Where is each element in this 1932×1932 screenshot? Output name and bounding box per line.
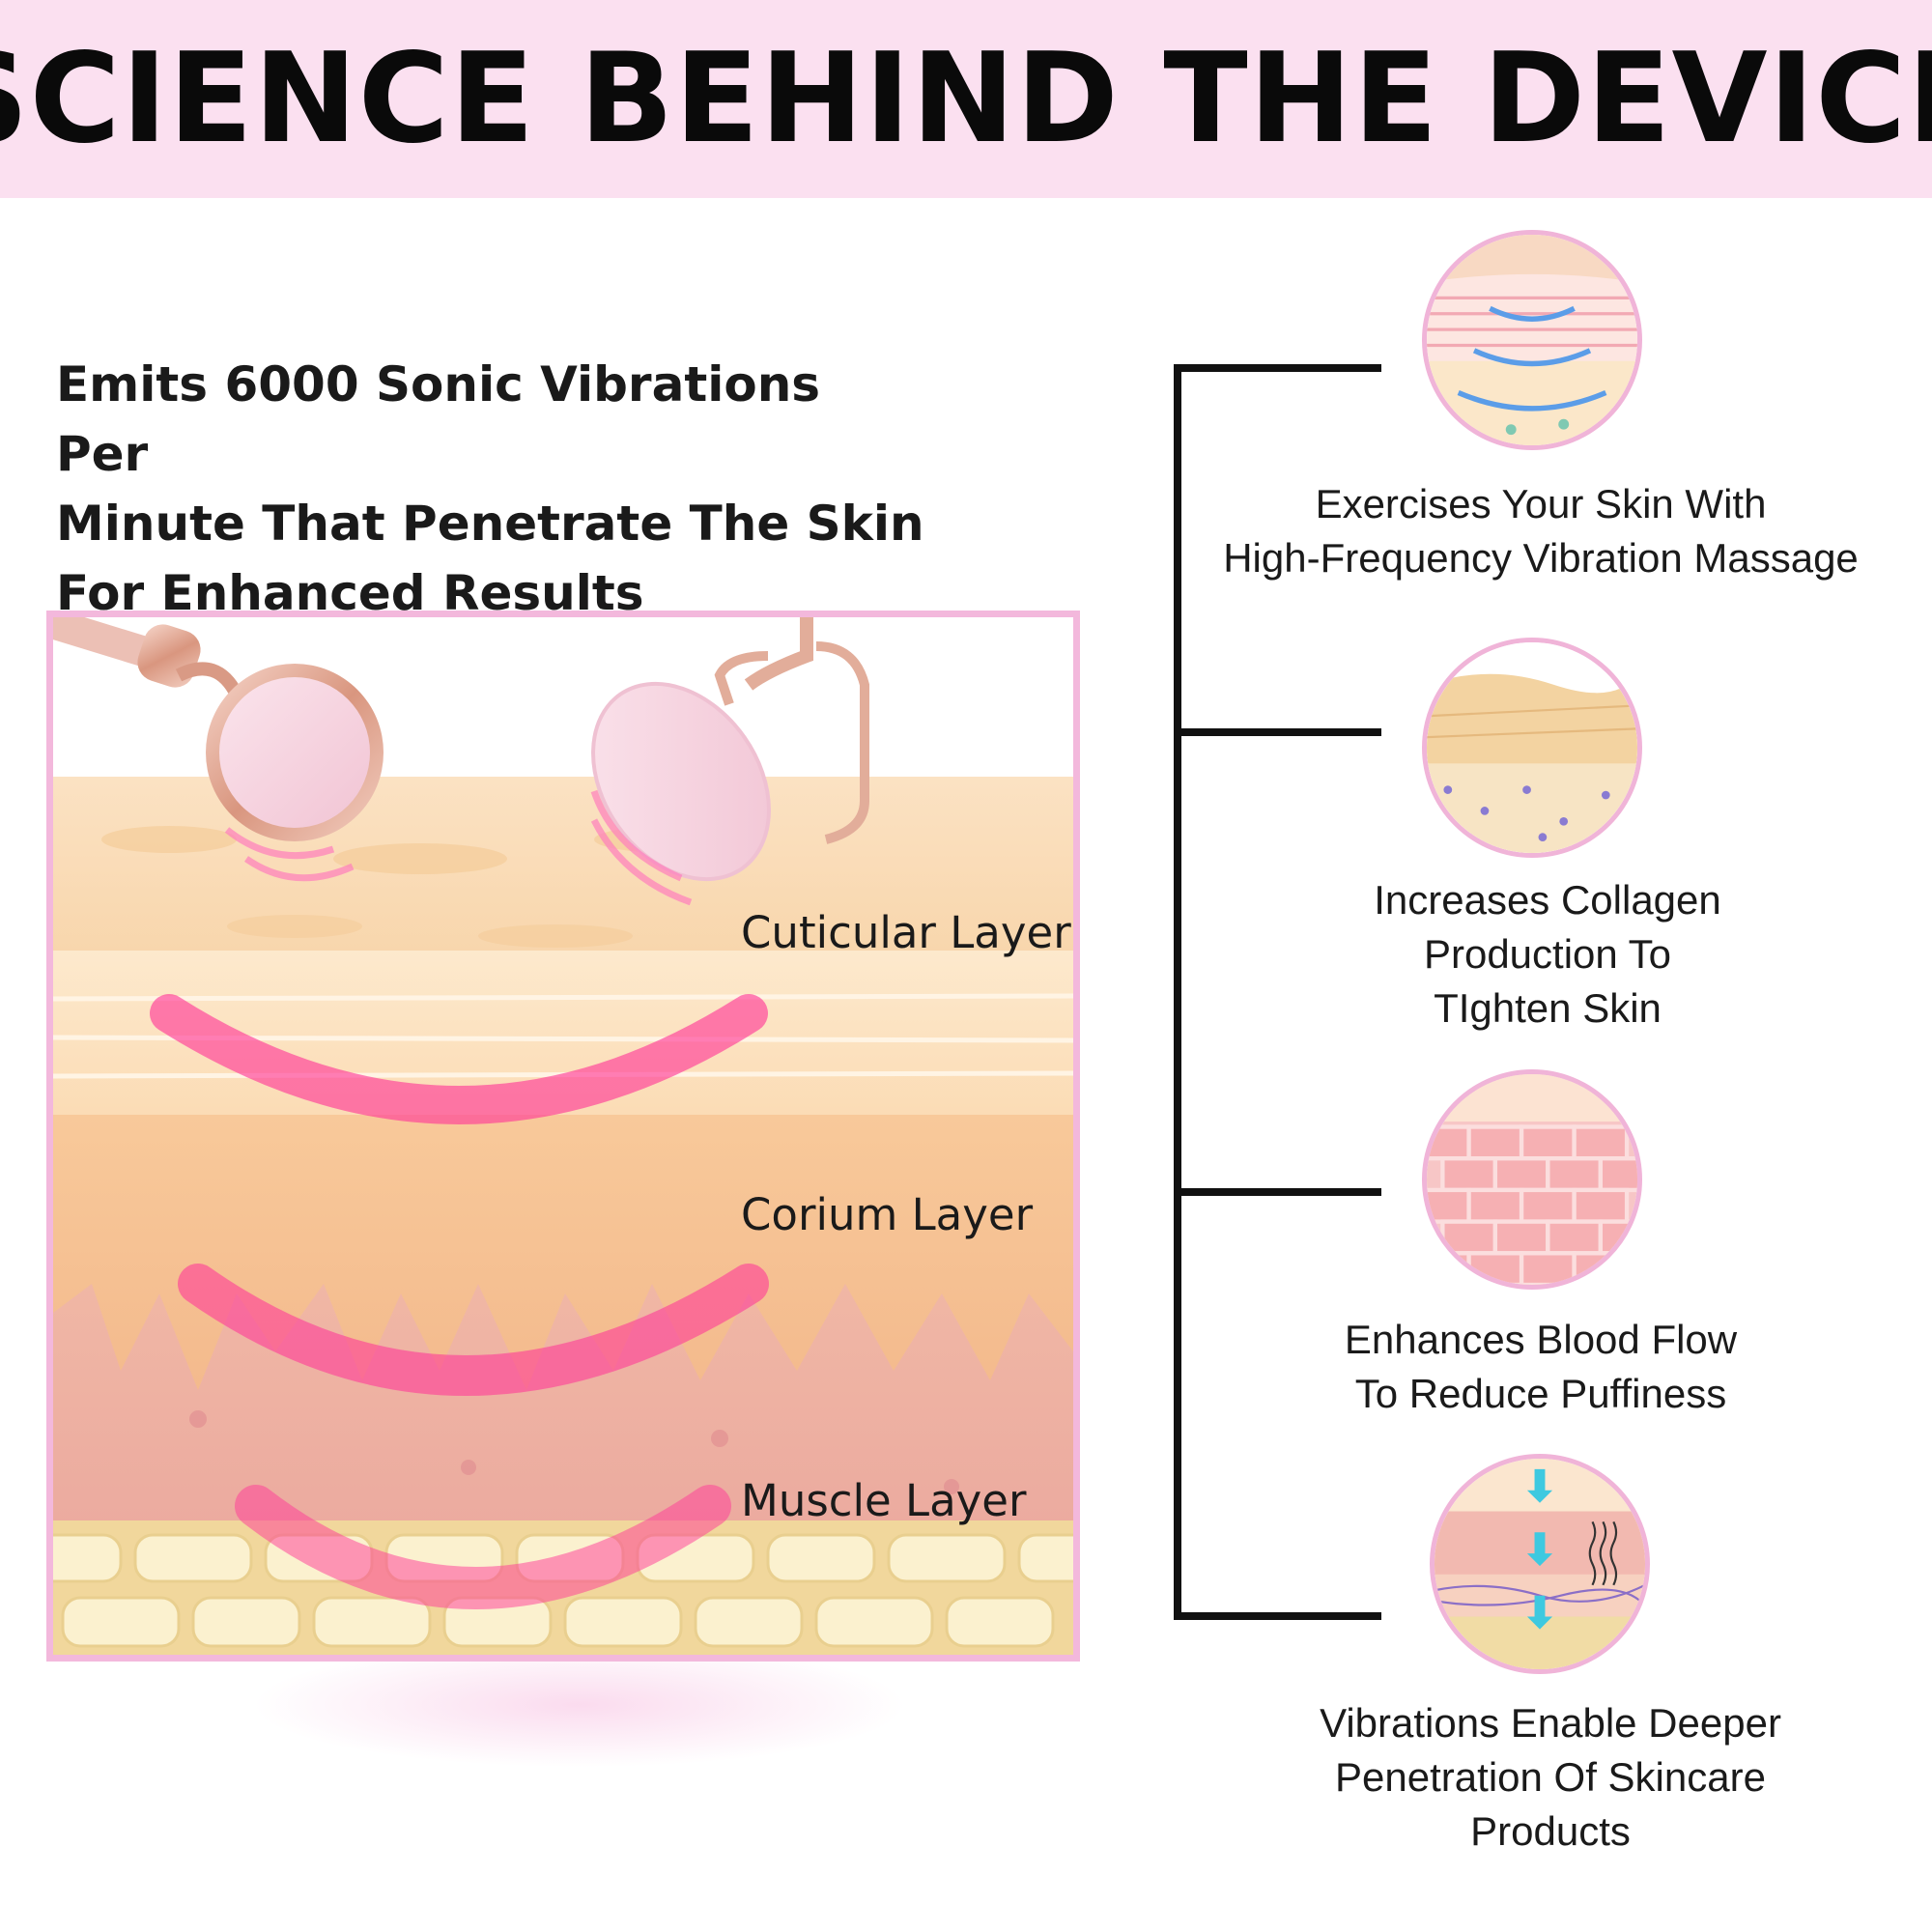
feature-line: Increases Collagen: [1374, 877, 1721, 923]
header-band: SCIENCE BEHIND THE DEVICE: [0, 0, 1932, 198]
blood-flow-icon: [1422, 1069, 1642, 1290]
feature-text-blood-flow: Enhances Blood Flow To Reduce Puffiness: [1193, 1313, 1889, 1421]
intro-text: Emits 6000 Sonic Vibrations Per Minute T…: [56, 350, 925, 628]
feature-line: Vibrations Enable Deeper: [1320, 1700, 1781, 1746]
diagram-glow: [251, 1642, 908, 1768]
feature-text-skincare-penetration: Vibrations Enable Deeper Penetration Of …: [1203, 1696, 1898, 1859]
skin-layer-diagram: Cuticular Layer Corium Layer Muscle Laye…: [46, 611, 1080, 1662]
cuticular-layer-label: Cuticular Layer: [741, 907, 1071, 958]
feature-text-exercise: Exercises Your Skin With High-Frequency …: [1193, 477, 1889, 585]
feature-text-collagen: Increases Collagen Production To TIghten…: [1200, 873, 1895, 1036]
feature-line: TIghten Skin: [1434, 985, 1662, 1031]
feature-line: Exercises Your Skin With: [1315, 481, 1767, 526]
bracket-tick: [1174, 1612, 1381, 1620]
feature-line: Penetration Of Skincare: [1335, 1754, 1766, 1800]
skincare-penetration-icon: [1430, 1454, 1650, 1674]
muscle-layer-label: Muscle Layer: [741, 1475, 1027, 1526]
intro-line: Minute That Penetrate The Skin: [56, 496, 924, 552]
bracket-tick: [1174, 364, 1381, 372]
collagen-icon: [1422, 638, 1642, 858]
feature-line: Production To: [1423, 931, 1672, 977]
page-title: SCIENCE BEHIND THE DEVICE: [0, 27, 1932, 171]
feature-line: To Reduce Puffiness: [1354, 1371, 1727, 1416]
bracket-vertical-line: [1174, 364, 1181, 1620]
corium-layer-label: Corium Layer: [741, 1189, 1034, 1240]
feature-line: Enhances Blood Flow: [1344, 1317, 1738, 1362]
bracket-tick: [1174, 728, 1381, 736]
feature-line: Products: [1470, 1808, 1631, 1854]
facial-roller-right: [591, 617, 869, 882]
skin-layers-illustration: [53, 617, 1073, 1655]
feature-line: High-Frequency Vibration Massage: [1223, 535, 1859, 581]
facial-roller-left: [53, 617, 384, 841]
intro-line: Emits 6000 Sonic Vibrations Per: [56, 356, 821, 482]
skin-exercise-icon: [1422, 230, 1642, 450]
bracket-tick: [1174, 1188, 1381, 1196]
